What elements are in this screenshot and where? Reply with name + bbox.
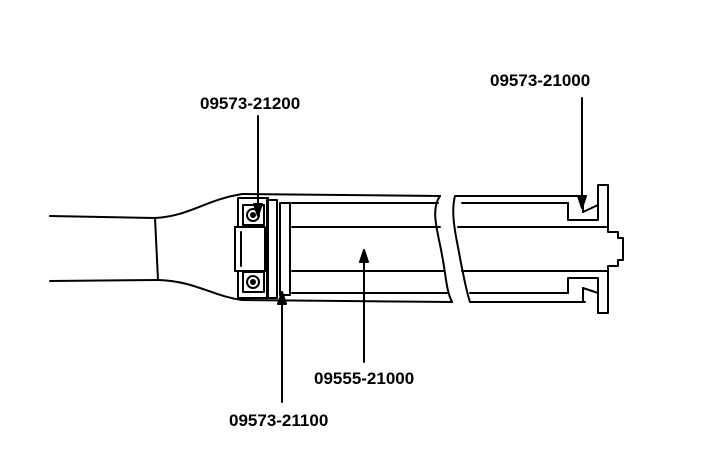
drive-shaft xyxy=(49,193,243,301)
tube-tool-09555 xyxy=(291,202,581,294)
housing-tube-right xyxy=(452,195,586,303)
spacer-tool-09573-21100 xyxy=(266,199,291,299)
label-tube-tool: 09555-21000 xyxy=(314,369,414,388)
label-spacer-tool: 09573-21100 xyxy=(229,411,328,430)
leader-spacer-tool xyxy=(277,291,287,403)
leader-bearing-tool xyxy=(253,115,263,217)
label-bearing-tool: 09573-21200 xyxy=(200,94,300,113)
end-adapter-09573-21000 xyxy=(567,184,624,314)
bearing-ball-bottom xyxy=(246,275,260,289)
leader-tube-tool xyxy=(359,249,369,363)
housing-tube xyxy=(241,193,453,303)
leader-end-adapter xyxy=(577,97,587,209)
label-end-adapter: 09573-21000 xyxy=(490,71,590,90)
